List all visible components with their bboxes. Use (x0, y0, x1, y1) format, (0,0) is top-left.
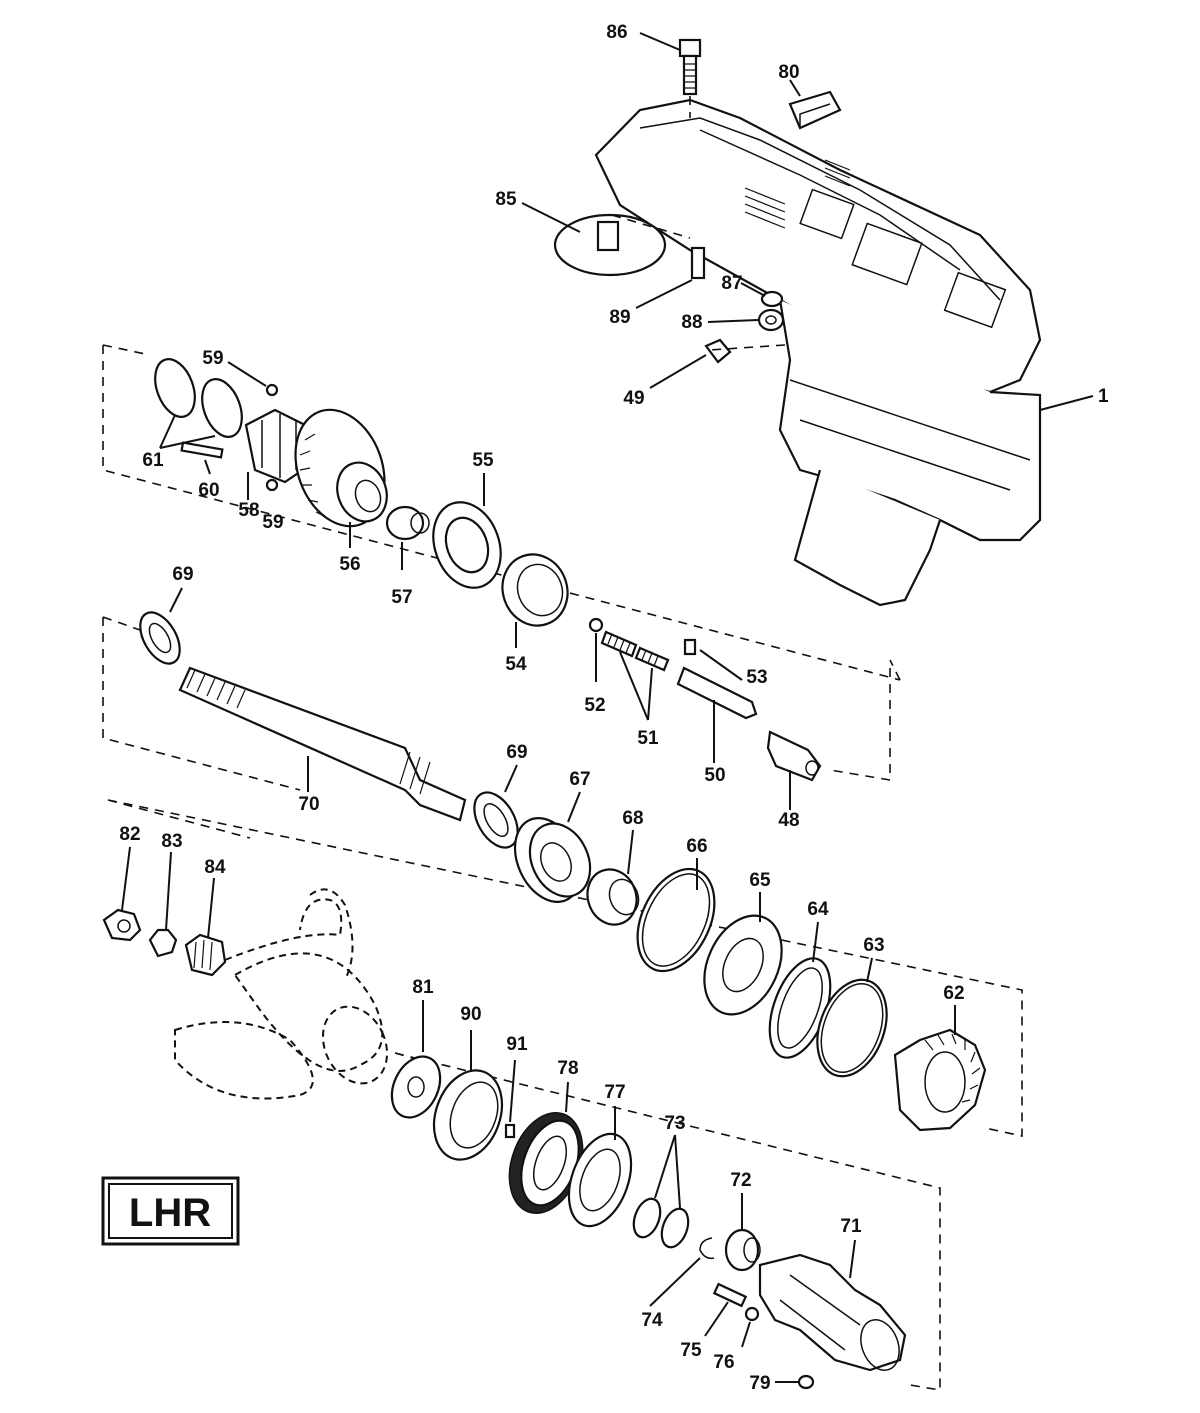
callout-85: 85 (495, 189, 517, 210)
callout-71: 71 (840, 1216, 862, 1237)
part-54-race (501, 553, 569, 648)
callout-80: 80 (778, 62, 799, 83)
part-74-retaining-ring (649, 1237, 715, 1307)
callout-90: 90 (460, 1004, 481, 1025)
callout-56: 56 (339, 554, 360, 575)
part-57-bearing (385, 505, 430, 570)
callout-1: 1 (1098, 386, 1109, 407)
callout-78: 78 (557, 1058, 578, 1079)
part-85-trim-tab (521, 202, 691, 277)
callout-52: 52 (584, 695, 605, 716)
callout-83: 83 (161, 831, 182, 852)
part-61-rings (154, 358, 243, 449)
callout-69-lower: 69 (506, 742, 527, 763)
callout-58: 58 (238, 500, 259, 521)
callout-54: 54 (505, 654, 527, 675)
part-50-cam-follower (676, 666, 758, 763)
callout-55: 55 (472, 450, 494, 471)
part-69-thrust-bearing-top (139, 587, 183, 665)
part-51-springs (600, 630, 670, 721)
callout-72: 72 (730, 1170, 751, 1191)
callout-49: 49 (623, 388, 644, 409)
part-59-detent-ball (227, 361, 279, 492)
callout-62: 62 (943, 983, 964, 1004)
callout-labels: 86 80 85 87 89 88 49 1 59 61 60 58 59 56… (119, 22, 1109, 1394)
part-83-tab-washer (148, 851, 178, 958)
part-80-anode (788, 79, 842, 130)
part-69-thrust-bearing-lower (473, 764, 519, 849)
callout-60: 60 (198, 480, 219, 501)
part-67-bearing-carrier (513, 791, 592, 903)
part-90-seal-carrier (432, 1030, 504, 1161)
part-77-tab-washer (567, 1106, 633, 1228)
gearcase-housing (594, 98, 1094, 607)
part-87-washer (740, 282, 784, 308)
callout-50: 50 (704, 765, 725, 786)
propeller-outline (174, 888, 389, 1100)
callout-69-upper: 69 (172, 564, 193, 585)
part-68-needle-bearing (586, 829, 640, 926)
part-82-prop-nut (102, 846, 142, 942)
part-75-bolt (704, 1282, 748, 1337)
part-81-washer (390, 1000, 442, 1119)
callout-74: 74 (641, 1310, 663, 1331)
callout-81: 81 (412, 977, 434, 998)
callout-53: 53 (746, 667, 767, 688)
part-63-shim (816, 957, 888, 1078)
callout-91: 91 (506, 1034, 528, 1055)
part-66-o-ring (636, 858, 716, 973)
part-60-pin (180, 441, 224, 475)
callout-88: 88 (681, 312, 702, 333)
callout-59-lower: 59 (262, 512, 283, 533)
callout-63: 63 (863, 935, 884, 956)
part-76-washer (741, 1306, 760, 1348)
callout-61: 61 (142, 450, 164, 471)
callout-89: 89 (609, 307, 630, 328)
callout-64: 64 (807, 899, 829, 920)
callout-87: 87 (721, 273, 742, 294)
part-48-cam (766, 730, 822, 810)
part-55-roller-bearing (432, 473, 502, 589)
callout-51: 51 (637, 728, 659, 749)
callout-48: 48 (778, 810, 799, 831)
callout-79: 79 (749, 1373, 770, 1394)
part-65-washer (703, 892, 783, 1016)
part-71-bearing-carrier (758, 1239, 907, 1372)
part-70-propeller-shaft (178, 666, 467, 822)
callout-67: 67 (569, 769, 590, 790)
part-62-reverse-gear (893, 1005, 987, 1132)
callout-77: 77 (604, 1082, 625, 1103)
callout-65: 65 (749, 870, 771, 891)
part-52-ball (588, 617, 604, 682)
part-86-bolt (639, 32, 702, 118)
part-89-bolt (635, 246, 706, 309)
part-73-seals (632, 1134, 690, 1249)
part-88-nut (707, 308, 785, 332)
callout-84: 84 (204, 857, 226, 878)
part-72-needle-bearing (724, 1193, 761, 1272)
part-53-pin (683, 638, 743, 681)
part-79-plug (775, 1374, 815, 1390)
part-84-thrust-hub (184, 877, 227, 977)
lhr-label: LHR (129, 1191, 211, 1235)
callout-76: 76 (713, 1352, 734, 1373)
callout-66: 66 (686, 836, 707, 857)
callout-86: 86 (606, 22, 627, 43)
part-56-forward-gear (294, 408, 388, 548)
callout-57: 57 (391, 587, 412, 608)
callout-70: 70 (298, 794, 319, 815)
part-91-screw (504, 1059, 516, 1139)
callout-68: 68 (622, 808, 643, 829)
callout-82: 82 (119, 824, 140, 845)
callout-75: 75 (680, 1340, 702, 1361)
callout-59-upper: 59 (202, 348, 223, 369)
lhr-badge: LHR (101, 1176, 240, 1246)
callout-73: 73 (664, 1113, 685, 1134)
part-49-bracket (649, 338, 732, 389)
